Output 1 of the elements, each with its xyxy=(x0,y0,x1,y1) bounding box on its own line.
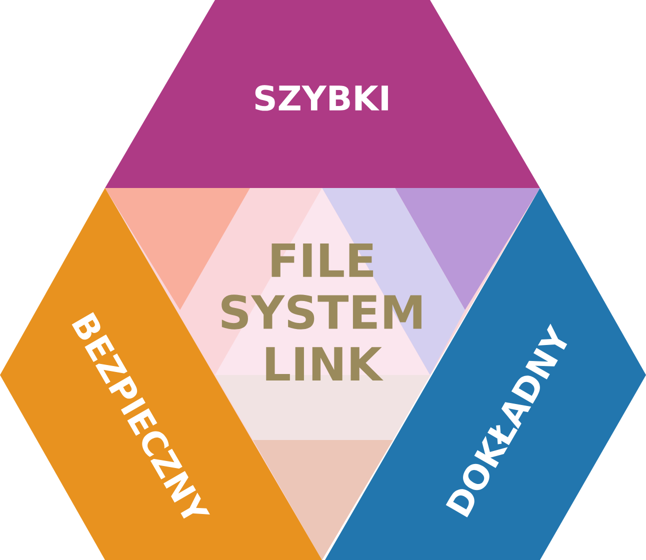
top-band: SZYBKI xyxy=(105,0,540,188)
